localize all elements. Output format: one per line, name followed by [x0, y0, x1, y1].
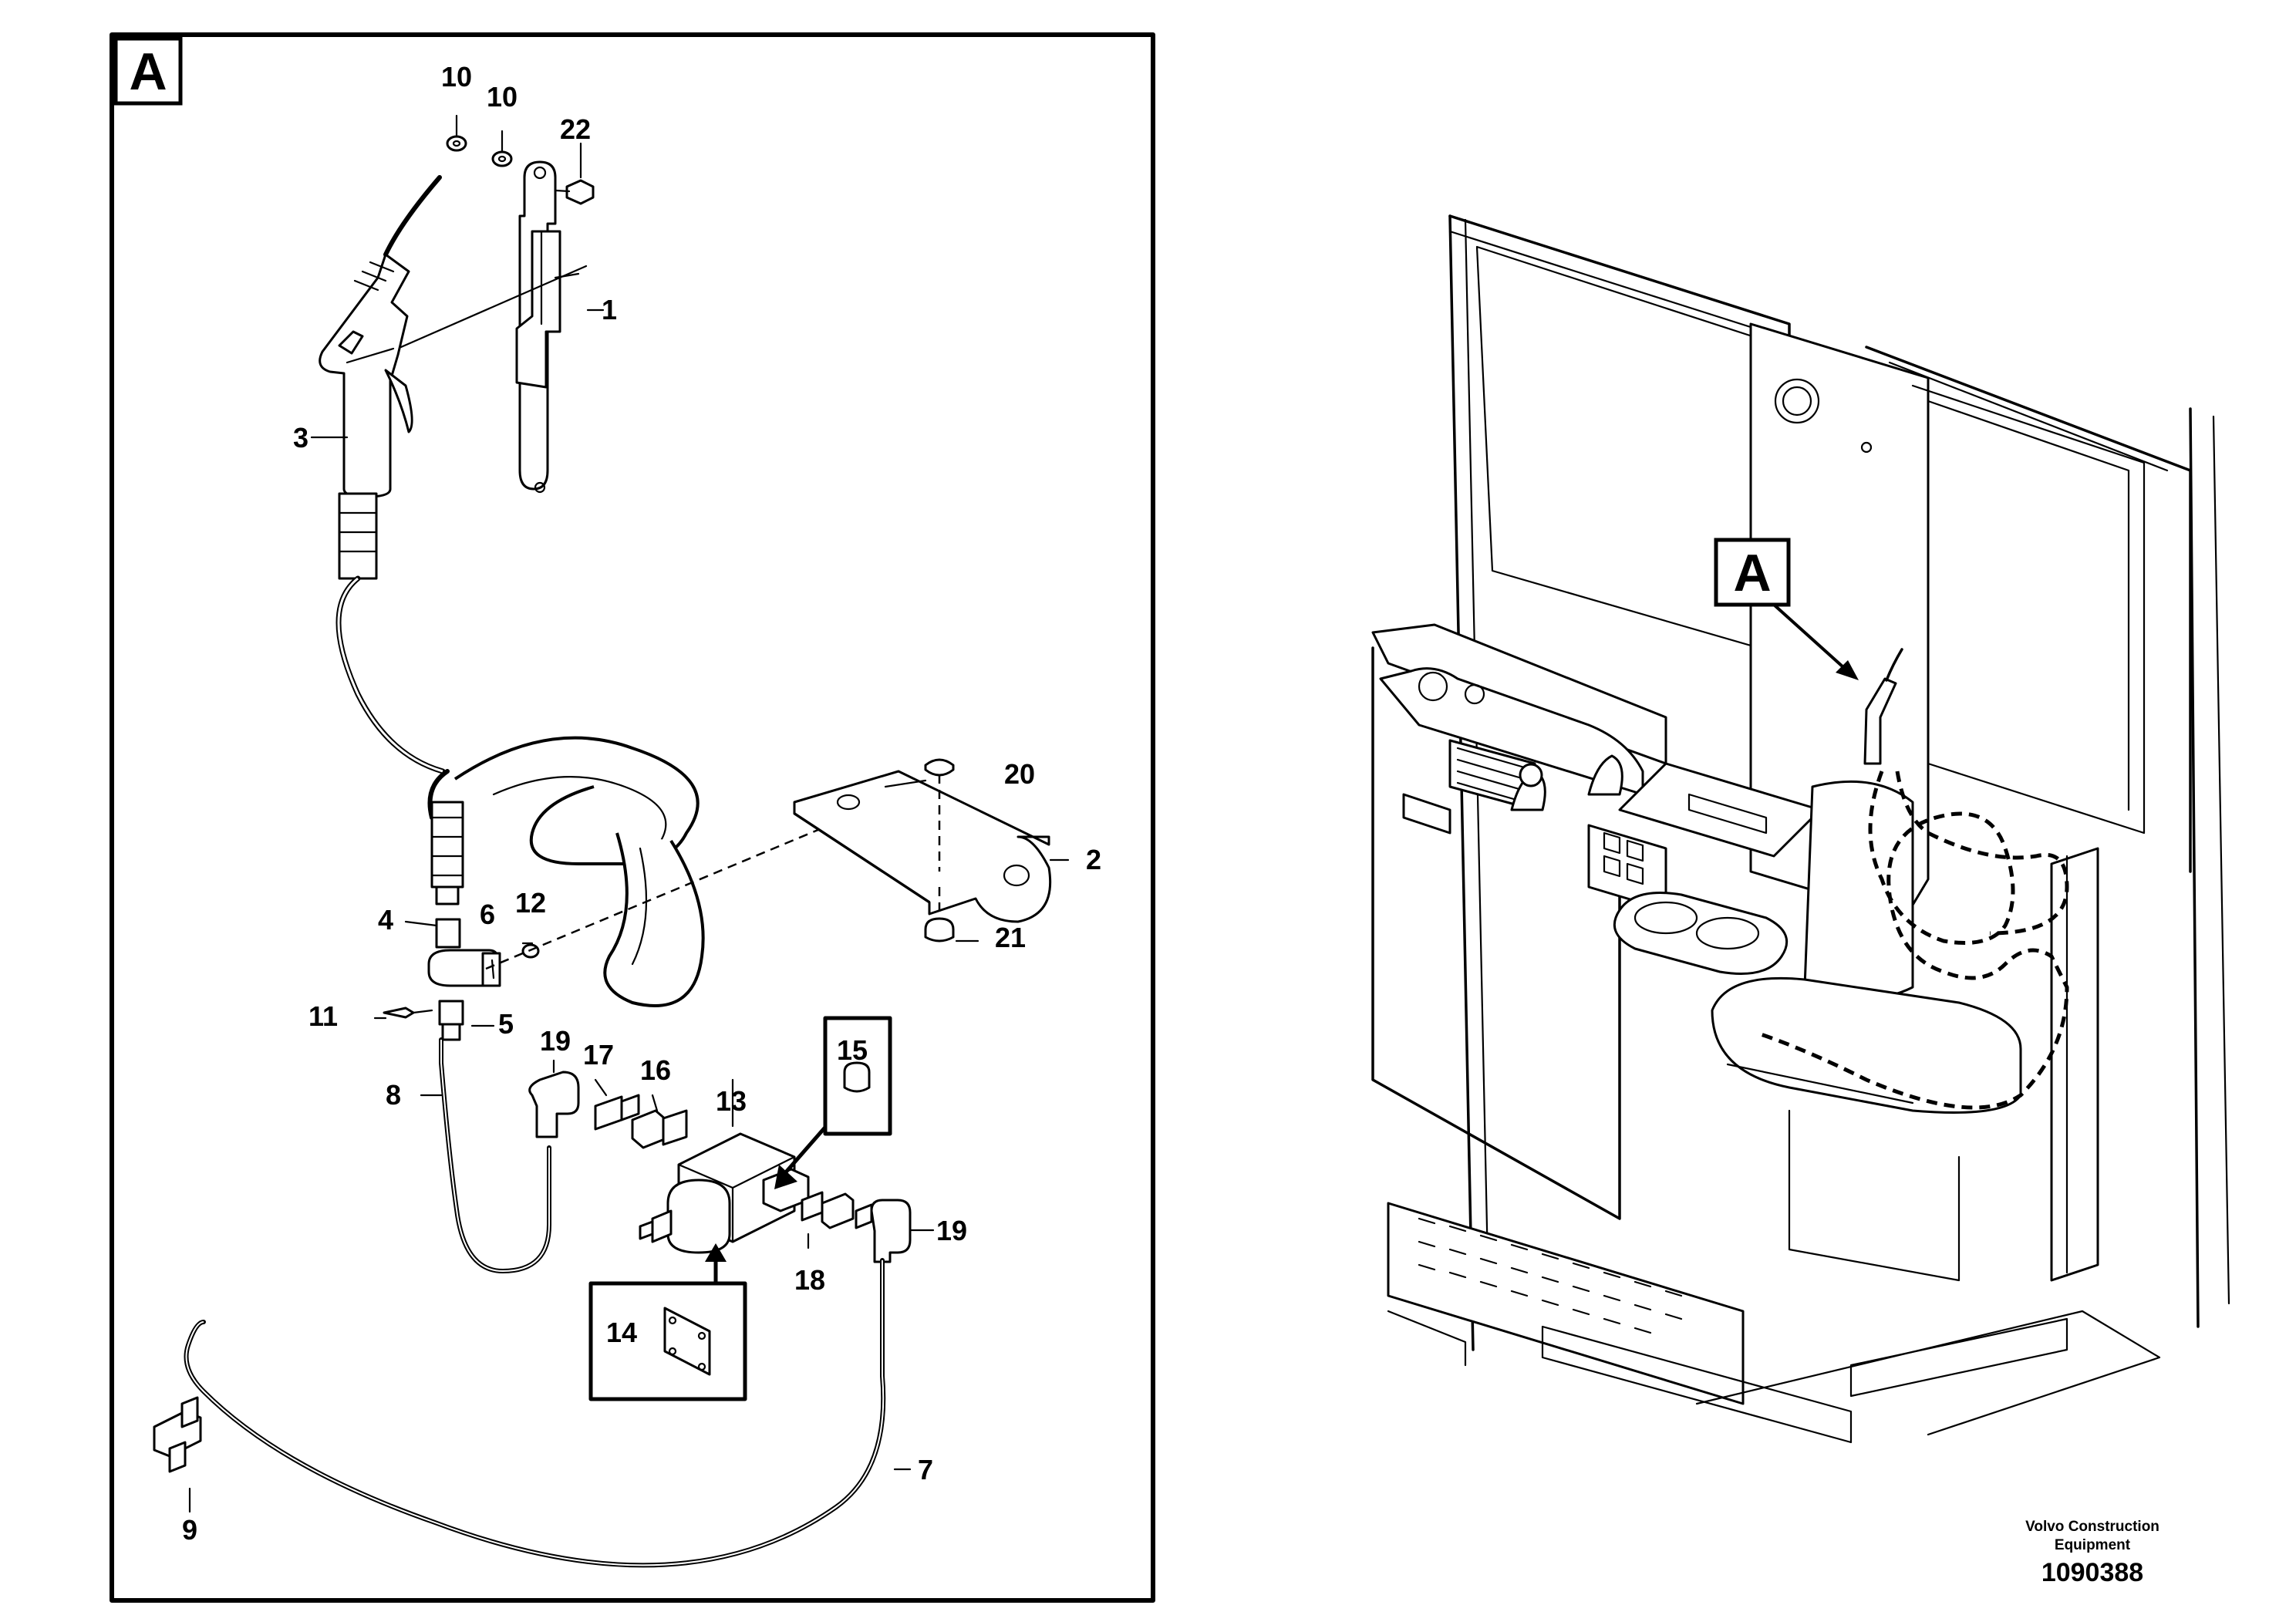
brand-label: Volvo Construction Equipment — [1988, 1518, 2197, 1555]
document-number: 1090388 — [2041, 1558, 2144, 1587]
callout-19b: 19 — [936, 1215, 967, 1246]
box-plug-15 — [823, 1016, 892, 1136]
callout-leaders — [188, 309, 1070, 1513]
location-letter: A — [1733, 544, 1771, 602]
callout-8: 8 — [386, 1079, 401, 1111]
coiled-air-hose — [335, 492, 705, 1007]
callout-20: 20 — [1004, 758, 1035, 790]
brand-line-1: Volvo Construction — [2025, 1519, 2159, 1535]
hose-8 — [439, 1037, 551, 1273]
tee-fitting-9 — [153, 1396, 202, 1473]
callout-12: 12 — [515, 887, 546, 919]
callout-5: 5 — [498, 1008, 514, 1040]
detail-letter-box — [113, 36, 183, 106]
location-letter-box — [1714, 538, 1791, 607]
callout-21: 21 — [995, 922, 1026, 953]
callout-22: 22 — [560, 113, 591, 145]
callout-11: 11 — [308, 1000, 338, 1032]
hose-7 — [184, 1258, 886, 1568]
callout-3: 3 — [293, 422, 308, 454]
callout-17: 17 — [583, 1039, 614, 1071]
callout-9: 9 — [182, 1514, 197, 1546]
mounting-bracket — [793, 758, 1052, 943]
callout-10a: 10 — [441, 61, 472, 93]
detail-frame — [110, 32, 1155, 1603]
box-gasket-14 — [588, 1281, 747, 1401]
callout-1: 1 — [602, 294, 617, 325]
hose-route — [1758, 771, 2069, 1110]
brand-line-2: Equipment — [2054, 1537, 2131, 1553]
cab-overview: A — [1371, 214, 2230, 1444]
callout-7: 7 — [918, 1454, 933, 1485]
callout-15: 15 — [837, 1034, 868, 1066]
callout-13: 13 — [716, 1085, 747, 1117]
valve-assembly — [528, 1071, 912, 1263]
callout-18: 18 — [794, 1264, 825, 1296]
detail-letter: A — [129, 42, 167, 101]
callout-2: 2 — [1086, 844, 1101, 875]
callout-19a: 19 — [540, 1025, 571, 1057]
callout-14: 14 — [606, 1317, 637, 1348]
callout-10b: 10 — [487, 81, 518, 113]
holder-bracket — [515, 160, 580, 494]
callout-6: 6 — [480, 899, 495, 930]
detail-view-a: A — [110, 32, 1155, 1603]
clamp-assembly — [383, 824, 830, 1041]
callout-16: 16 — [640, 1054, 671, 1086]
callout-4: 4 — [378, 904, 393, 936]
